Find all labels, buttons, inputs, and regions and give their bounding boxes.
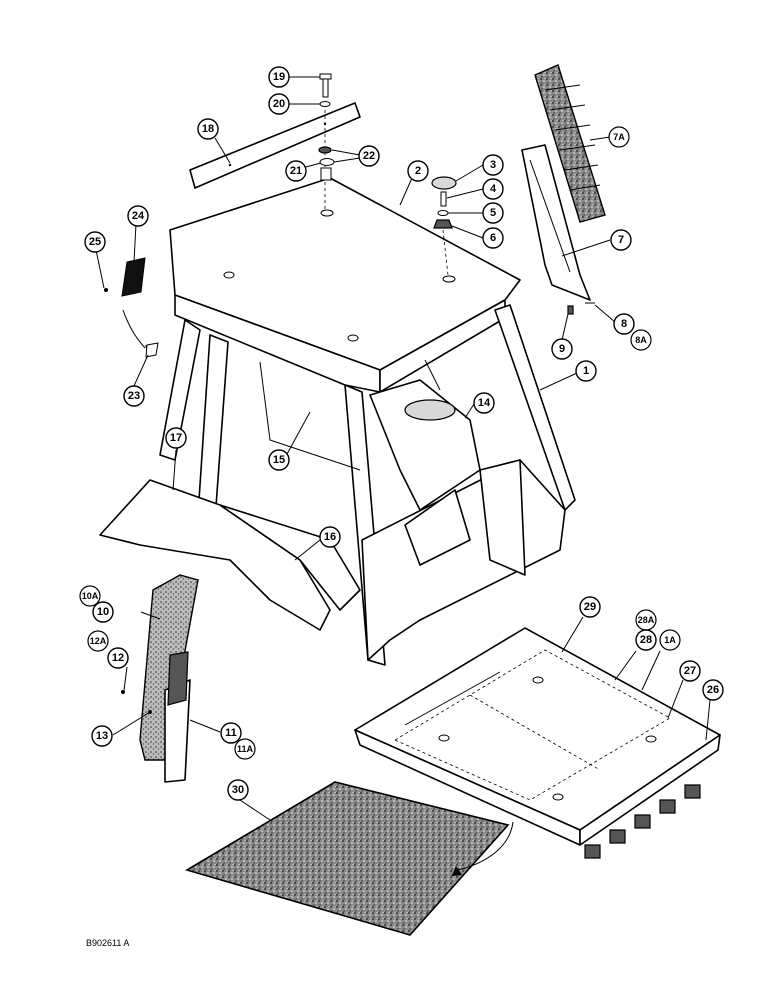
svg-text:21: 21 [290,165,302,177]
callout-10A: 10A [79,585,101,607]
floor-mat [185,781,514,936]
svg-text:13: 13 [96,730,108,742]
callout-11A: 11A [234,738,256,760]
callout-30: 30 [227,779,249,801]
svg-text:10: 10 [97,606,109,618]
svg-text:5: 5 [490,207,496,219]
svg-text:7A: 7A [613,132,625,142]
callout-8: 8 [613,313,635,335]
callout-20: 20 [268,93,290,115]
svg-text:11: 11 [225,727,237,739]
callout-28: 28 [635,629,657,651]
callout-27: 27 [679,660,701,682]
callout-12A: 12A [87,630,109,652]
pillar-trim-7A [534,64,606,223]
callout-11: 11 [220,722,242,744]
callout-17: 17 [165,427,187,449]
svg-text:19: 19 [273,71,285,83]
svg-text:25: 25 [89,236,101,248]
svg-text:1A: 1A [664,635,676,645]
spacers-21-22 [318,146,335,181]
roof-panel [169,177,521,393]
floor-plate [354,627,721,859]
callout-21: 21 [285,160,307,182]
svg-text:10A: 10A [82,591,99,601]
callout-4: 4 [482,178,504,200]
post-trim-10-11 [121,574,199,783]
callout-7: 7 [610,229,632,251]
svg-text:15: 15 [273,454,285,466]
figure-code: B902611 A [86,938,130,948]
svg-text:29: 29 [584,601,596,613]
rear-console [369,379,481,511]
cab-frame [99,304,576,666]
svg-text:24: 24 [132,210,145,222]
callout-16: 16 [319,526,341,548]
callout-7A: 7A [608,126,630,148]
callout-6: 6 [482,227,504,249]
callout-13: 13 [91,725,113,747]
callout-14: 14 [473,392,495,414]
svg-text:12: 12 [112,652,124,664]
svg-text:23: 23 [128,390,140,402]
callout-10: 10 [92,601,114,623]
callout-9: 9 [551,338,573,360]
svg-text:27: 27 [684,665,696,677]
svg-text:14: 14 [478,397,491,409]
svg-text:28A: 28A [638,615,655,625]
callout-19: 19 [268,66,290,88]
svg-text:18: 18 [202,123,214,135]
svg-text:7: 7 [618,234,624,246]
svg-text:28: 28 [640,634,652,646]
callout-18: 18 [197,118,219,140]
svg-text:3: 3 [490,159,496,171]
callout-25: 25 [84,231,106,253]
pillar-trim-7 [521,144,595,315]
callout-12: 12 [107,647,129,669]
svg-text:11A: 11A [237,744,254,754]
callout-3: 3 [482,154,504,176]
leader-lines [95,76,711,821]
svg-text:6: 6 [490,232,496,244]
svg-text:30: 30 [232,784,244,796]
dome-bolt-assembly [431,176,457,276]
svg-text:1: 1 [583,365,589,377]
callout-5: 5 [482,202,504,224]
svg-text:16: 16 [324,531,336,543]
svg-text:2: 2 [415,165,421,177]
svg-text:9: 9 [559,343,565,355]
callout-1: 1 [575,360,597,382]
callout-29: 29 [579,596,601,618]
svg-text:12A: 12A [90,636,107,646]
callout-22: 22 [358,145,380,167]
svg-text:22: 22 [363,150,375,162]
callout-15: 15 [268,449,290,471]
callout-26: 26 [702,679,724,701]
callout-24: 24 [127,205,149,227]
svg-text:17: 17 [170,432,182,444]
svg-text:20: 20 [273,98,285,110]
roof-trim-strip [189,102,361,189]
callout-8A: 8A [630,329,652,351]
svg-text:4: 4 [490,183,497,195]
corner-moulding-24 [104,257,159,358]
svg-text:8: 8 [621,318,627,330]
callout-23: 23 [123,385,145,407]
callout-2: 2 [407,160,429,182]
svg-text:26: 26 [707,684,719,696]
callout-28A: 28A [635,609,657,631]
svg-text:8A: 8A [635,335,647,345]
callout-1A: 1A [659,629,681,651]
